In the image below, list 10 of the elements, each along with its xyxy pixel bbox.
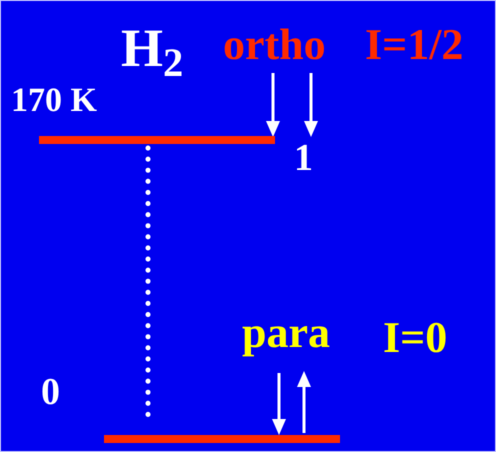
level-label: I=0 xyxy=(383,316,448,360)
level-label: I=1/2 xyxy=(365,23,464,67)
energy-level-bar xyxy=(39,136,275,144)
energy-level-bar xyxy=(104,435,340,443)
level-label: ortho xyxy=(223,23,326,67)
level-label: para xyxy=(242,311,330,355)
level-label: 1 xyxy=(294,139,313,177)
title: H$_{2}$ xyxy=(121,21,184,75)
level-label: 170 K xyxy=(11,84,97,118)
level-label: 0 xyxy=(41,373,60,411)
